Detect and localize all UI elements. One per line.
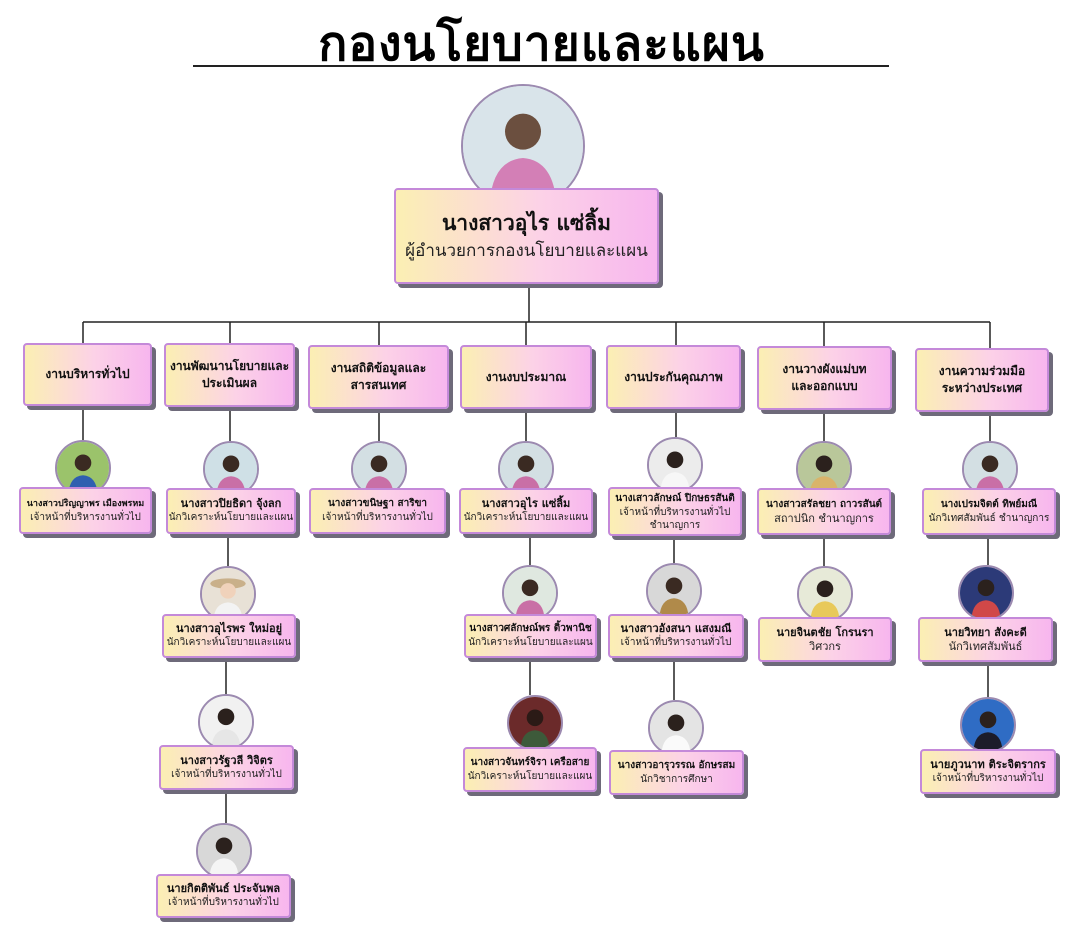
staff-photo: [960, 697, 1016, 753]
person-silhouette-icon: [202, 568, 254, 620]
staff-photo: [507, 695, 563, 751]
staff-box: นางสาวอารุวรรณ อักษรสม นักวิชาการศึกษา: [609, 750, 744, 795]
staff-role: สถาปนิก ชำนาญการ: [774, 511, 874, 525]
staff-name: นางสาวปิยธิดา จุ้งลก: [180, 497, 282, 510]
staff-role: นักวิเทศสัมพันธ์ ชำนาญการ: [928, 512, 1050, 524]
staff-box: นางสาวปิยธิดา จุ้งลก นักวิเคราะห์นโยบายแ…: [166, 488, 296, 534]
staff-name: นางเสาวลักษณ์ ปิกษธรสันติ: [615, 492, 735, 504]
person-silhouette-icon: [962, 699, 1014, 751]
staff-name: นางสาวอุไร แซ่ลิ้ม: [481, 497, 571, 510]
unit-label: งานความร่วมมือระหว่างประเทศ: [938, 364, 1026, 395]
staff-box: นางเสาวลักษณ์ ปิกษธรสันติ เจ้าหน้าที่บริ…: [608, 487, 742, 536]
person-silhouette-icon: [198, 825, 250, 877]
staff-name: นางสาวสรัลชยา ถาวรสันต์: [765, 498, 883, 510]
staff-photo: [196, 823, 252, 879]
staff-box: นางสาวปริญญาพร เมืองพรหม เจ้าหน้าที่บริห…: [19, 487, 152, 534]
staff-photo: [648, 700, 704, 756]
unit-box-policy-development: งานพัฒนานโยบายและประเมินผล: [164, 343, 295, 407]
staff-name: นางสาวอังสนา แสงมณี: [620, 622, 732, 635]
staff-name: นายกิตติพันธ์ ประจันพล: [166, 882, 281, 895]
staff-role: เจ้าหน้าที่บริหารงานทั่วไป: [171, 768, 282, 780]
staff-box: นางสาวจันทร์จิรา เครือสาย นักวิเคราะห์นโ…: [463, 747, 597, 792]
staff-box: นางสาวสรัลชยา ถาวรสันต์ สถาปนิก ชำนาญการ: [757, 488, 891, 535]
staff-name: นางสาวรัฐวลี วิจิตร: [180, 753, 273, 767]
director-photo: [461, 84, 585, 208]
staff-box: นางสาวขนิษฐา สาริขา เจ้าหน้าที่บริหารงาน…: [309, 488, 446, 534]
page-title: กองนโยบายและแผน: [318, 16, 765, 72]
unit-box-general-admin: งานบริหารทั่วไป: [23, 343, 152, 406]
staff-role: วิศวกร: [809, 639, 841, 653]
staff-box: นางสาวอุไร แซ่ลิ้ม นักวิเคราะห์นโยบายและ…: [459, 488, 593, 534]
staff-photo: [502, 565, 558, 621]
unit-label: งานพัฒนานโยบายและประเมินผล: [169, 359, 290, 390]
staff-box: นางเปรมจิตต์ ทิพย์มณี นักวิเทศสัมพันธ์ ช…: [922, 488, 1056, 535]
staff-name: นายวิทยา สังคะดี: [944, 625, 1027, 639]
staff-name: นายจินตชัย โกรนรา: [776, 625, 874, 639]
staff-name: นางสาวอารุวรรณ อักษรสม: [617, 759, 736, 771]
person-silhouette-icon: [509, 697, 561, 749]
unit-label: งานประกันคุณภาพ: [624, 369, 723, 384]
staff-role: นักวิชาการศึกษา: [640, 773, 713, 785]
unit-label: งานวางผังแม่บทและออกแบบ: [782, 362, 867, 393]
staff-photo: [797, 566, 853, 622]
staff-photo: [498, 441, 554, 497]
staff-role: นักวิเคราะห์นโยบายและแผน: [467, 770, 593, 782]
staff-box: นายกิตติพันธ์ ประจันพล เจ้าหน้าที่บริหาร…: [156, 874, 291, 918]
person-silhouette-icon: [648, 565, 700, 617]
staff-photo: [200, 566, 256, 622]
staff-role: นักวิเคราะห์นโยบายและแผน: [168, 512, 294, 523]
staff-photo: [647, 437, 703, 493]
unit-box-quality-assurance: งานประกันคุณภาพ: [606, 345, 741, 409]
unit-label: งานบริหารทั่วไป: [45, 367, 130, 381]
staff-photo: [958, 565, 1014, 621]
staff-photo: [962, 441, 1018, 497]
unit-label: งานสถิติข้อมูลและสารสนเทศ: [330, 361, 427, 392]
person-silhouette-icon: [200, 696, 252, 748]
staff-name: นางสาวศลักษณ์พร ติ้วพานิช: [469, 623, 592, 634]
staff-name: นางสาวจันทร์จิรา เครือสาย: [470, 756, 590, 768]
person-silhouette-icon: [960, 567, 1012, 619]
person-silhouette-icon: [504, 567, 556, 619]
director-role: ผู้อำนวยการกองนโยบายและแผน: [405, 241, 648, 261]
staff-role: นักวิเคราะห์นโยบายและแผน: [166, 637, 292, 648]
staff-box: นางสาวอังสนา แสงมณี เจ้าหน้าที่บริหารงาน…: [608, 614, 744, 658]
staff-role: นักวิเคราะห์นโยบายและแผน: [463, 512, 589, 523]
staff-box: นายวิทยา สังคะดี นักวิเทศสัมพันธ์: [918, 617, 1053, 662]
staff-role: เจ้าหน้าที่บริหารงานทั่วไป: [620, 637, 732, 648]
staff-role: เจ้าหน้าที่บริหารงานทั่วไป ชำนาญการ: [619, 506, 731, 531]
person-silhouette-icon: [799, 568, 851, 620]
staff-box: นางสาวศลักษณ์พร ติ้วพานิช นักวิเคราะห์นโ…: [464, 614, 597, 658]
staff-role: เจ้าหน้าที่บริหารงานทั่วไป: [30, 511, 141, 523]
staff-name: นางสาวปริญญาพร เมืองพรหม: [26, 498, 145, 509]
title-underline: [193, 65, 889, 67]
staff-box: นายจินตชัย โกรนรา วิศวกร: [758, 617, 892, 662]
staff-role: นักวิเทศสัมพันธ์: [948, 639, 1023, 653]
staff-box: นายภูวนาท ติระจิตรากร เจ้าหน้าที่บริหารง…: [920, 749, 1056, 794]
person-silhouette-icon: [649, 439, 701, 491]
staff-name: นางสาวขนิษฐา สาริขา: [327, 498, 428, 509]
staff-role: เจ้าหน้าที่บริหารงานทั่วไป: [932, 772, 1044, 784]
staff-photo: [198, 694, 254, 750]
unit-label: งานงบประมาณ: [485, 369, 567, 384]
staff-role: เจ้าหน้าที่บริหารงานทั่วไป: [322, 512, 433, 523]
staff-box: นางสาวอุไรพร ใหม่อยู่ นักวิเคราะห์นโยบาย…: [162, 614, 296, 658]
director-box: นางสาวอุไร แซ่ลิ้ม ผู้อำนวยการกองนโยบายแ…: [394, 188, 659, 284]
unit-box-international: งานความร่วมมือระหว่างประเทศ: [915, 348, 1049, 412]
staff-photo: [796, 441, 852, 497]
staff-role: เจ้าหน้าที่บริหารงานทั่วไป: [168, 897, 279, 908]
staff-name: นายภูวนาท ติระจิตรากร: [930, 757, 1046, 771]
staff-box: นางสาวรัฐวลี วิจิตร เจ้าหน้าที่บริหารงาน…: [159, 745, 294, 790]
staff-role: นักวิเคราะห์นโยบายและแผน: [468, 637, 593, 648]
director-name: นางสาวอุไร แซ่ลิ้ม: [441, 211, 612, 235]
unit-box-budget: งานงบประมาณ: [460, 345, 592, 409]
staff-name: นางเปรมจิตต์ ทิพย์มณี: [940, 498, 1038, 510]
staff-photo: [646, 563, 702, 619]
person-silhouette-icon: [650, 702, 702, 754]
unit-box-statistics: งานสถิติข้อมูลและสารสนเทศ: [308, 345, 449, 409]
unit-box-master-plan: งานวางผังแม่บทและออกแบบ: [757, 346, 892, 410]
staff-name: นางสาวอุไรพร ใหม่อยู่: [175, 622, 283, 635]
